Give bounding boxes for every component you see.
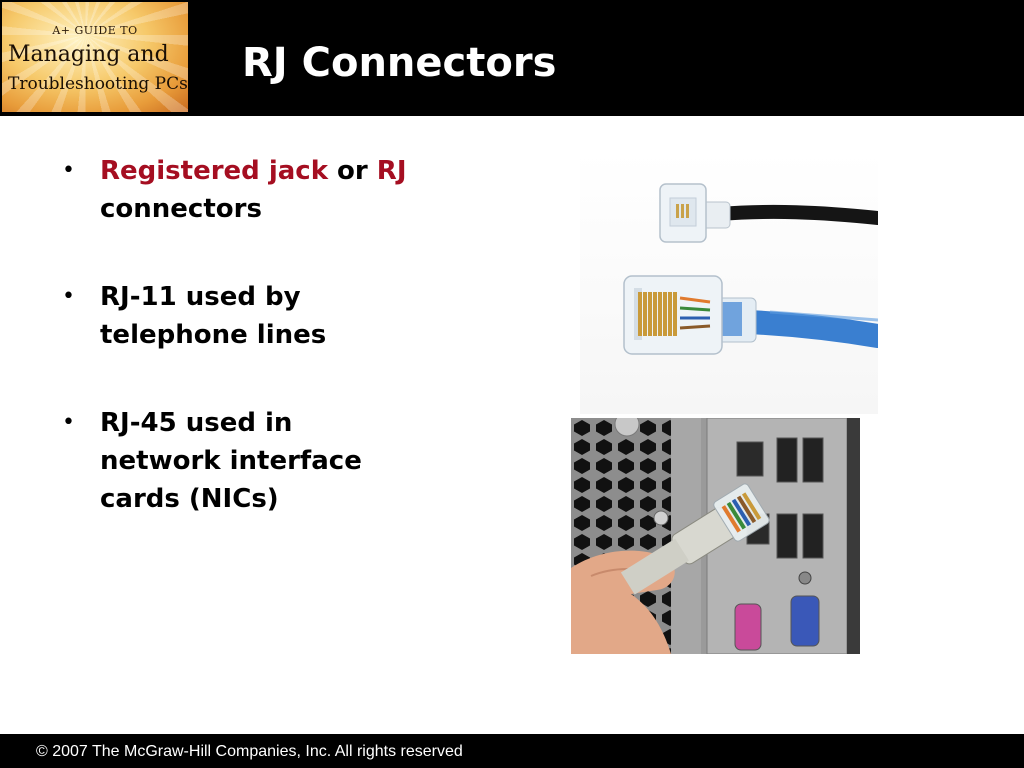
- bullet-list: • Registered jack or RJ connectors • RJ-…: [62, 152, 532, 568]
- nic-port-photo: [571, 418, 860, 654]
- header-bar: A+ GUIDE TO Managing and Troubleshooting…: [0, 0, 1024, 116]
- bullet-text: RJ-45 used in network interface cards (N…: [100, 408, 362, 514]
- nic-illustration: [571, 418, 860, 654]
- footer-bar: © 2007 The McGraw-Hill Companies, Inc. A…: [0, 734, 1024, 768]
- bullet-text: RJ-11 used by telephone lines: [100, 282, 327, 350]
- bullet-text-connectors: connectors: [100, 194, 262, 224]
- cables-illustration: [623, 183, 878, 355]
- bullet-item: • RJ-11 used by telephone lines: [62, 278, 532, 354]
- slide-title: RJ Connectors: [242, 40, 557, 86]
- logo-line-1: A+ GUIDE TO: [52, 24, 138, 37]
- logo-line-3: Troubleshooting PCs: [8, 74, 188, 94]
- term-rj: RJ: [376, 156, 407, 186]
- logo-line-2: Managing and: [8, 42, 169, 67]
- rj11-rj45-cables-photo: [580, 152, 878, 414]
- copyright-text: © 2007 The McGraw-Hill Companies, Inc. A…: [36, 743, 463, 760]
- bullet-dot-icon: •: [62, 284, 75, 309]
- term-registered-jack: Registered jack: [100, 156, 328, 186]
- bullet-dot-icon: •: [62, 410, 75, 435]
- bullet-item: • RJ-45 used in network interface cards …: [62, 404, 532, 518]
- bullet-item: • Registered jack or RJ connectors: [62, 152, 532, 228]
- bullet-text-or: or: [328, 156, 377, 186]
- bullet-dot-icon: •: [62, 158, 75, 183]
- book-cover-logo: A+ GUIDE TO Managing and Troubleshooting…: [2, 2, 188, 112]
